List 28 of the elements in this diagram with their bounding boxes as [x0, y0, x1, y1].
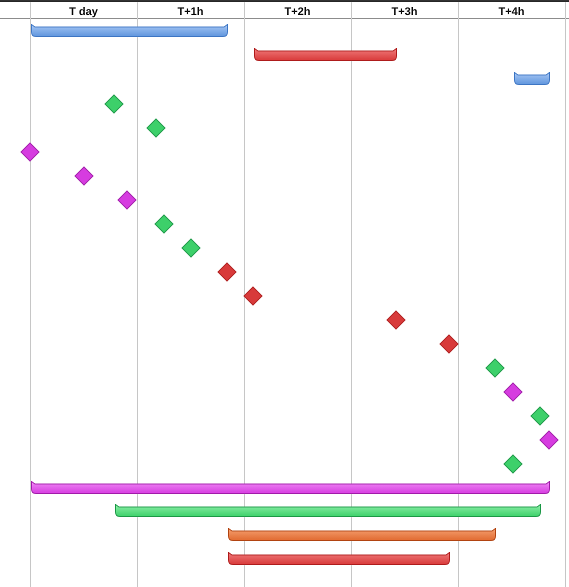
column-header: T day [68, 5, 99, 19]
column-header: T+3h [390, 5, 418, 19]
timeline-bar [115, 504, 541, 517]
milestone-diamond [74, 166, 94, 186]
milestone-diamond [146, 118, 166, 138]
milestone-diamond [530, 406, 550, 426]
milestone-diamond [503, 454, 523, 474]
milestone-diamond [117, 190, 137, 210]
column-header: T+4h [498, 5, 526, 19]
timeline-bar [31, 481, 550, 494]
timeline-bar [514, 72, 550, 85]
milestone-diamond [104, 94, 124, 114]
milestone-diamond [181, 238, 201, 258]
column-header: T+1h [176, 5, 204, 19]
milestone-diamond [217, 262, 237, 282]
milestone-diamond [20, 142, 40, 162]
milestone-diamond [503, 382, 523, 402]
timeline-bar [228, 552, 450, 565]
timeline-bar [31, 24, 228, 37]
milestone-diamond [243, 286, 263, 306]
timeline-bar [228, 528, 496, 541]
milestone-diamond [485, 358, 505, 378]
milestone-diamond [154, 214, 174, 234]
milestone-diamond [386, 310, 406, 330]
column-header: T+2h [284, 5, 312, 19]
milestone-diamond [439, 334, 459, 354]
timeline-bar [254, 48, 397, 61]
milestone-diamond [539, 430, 559, 450]
